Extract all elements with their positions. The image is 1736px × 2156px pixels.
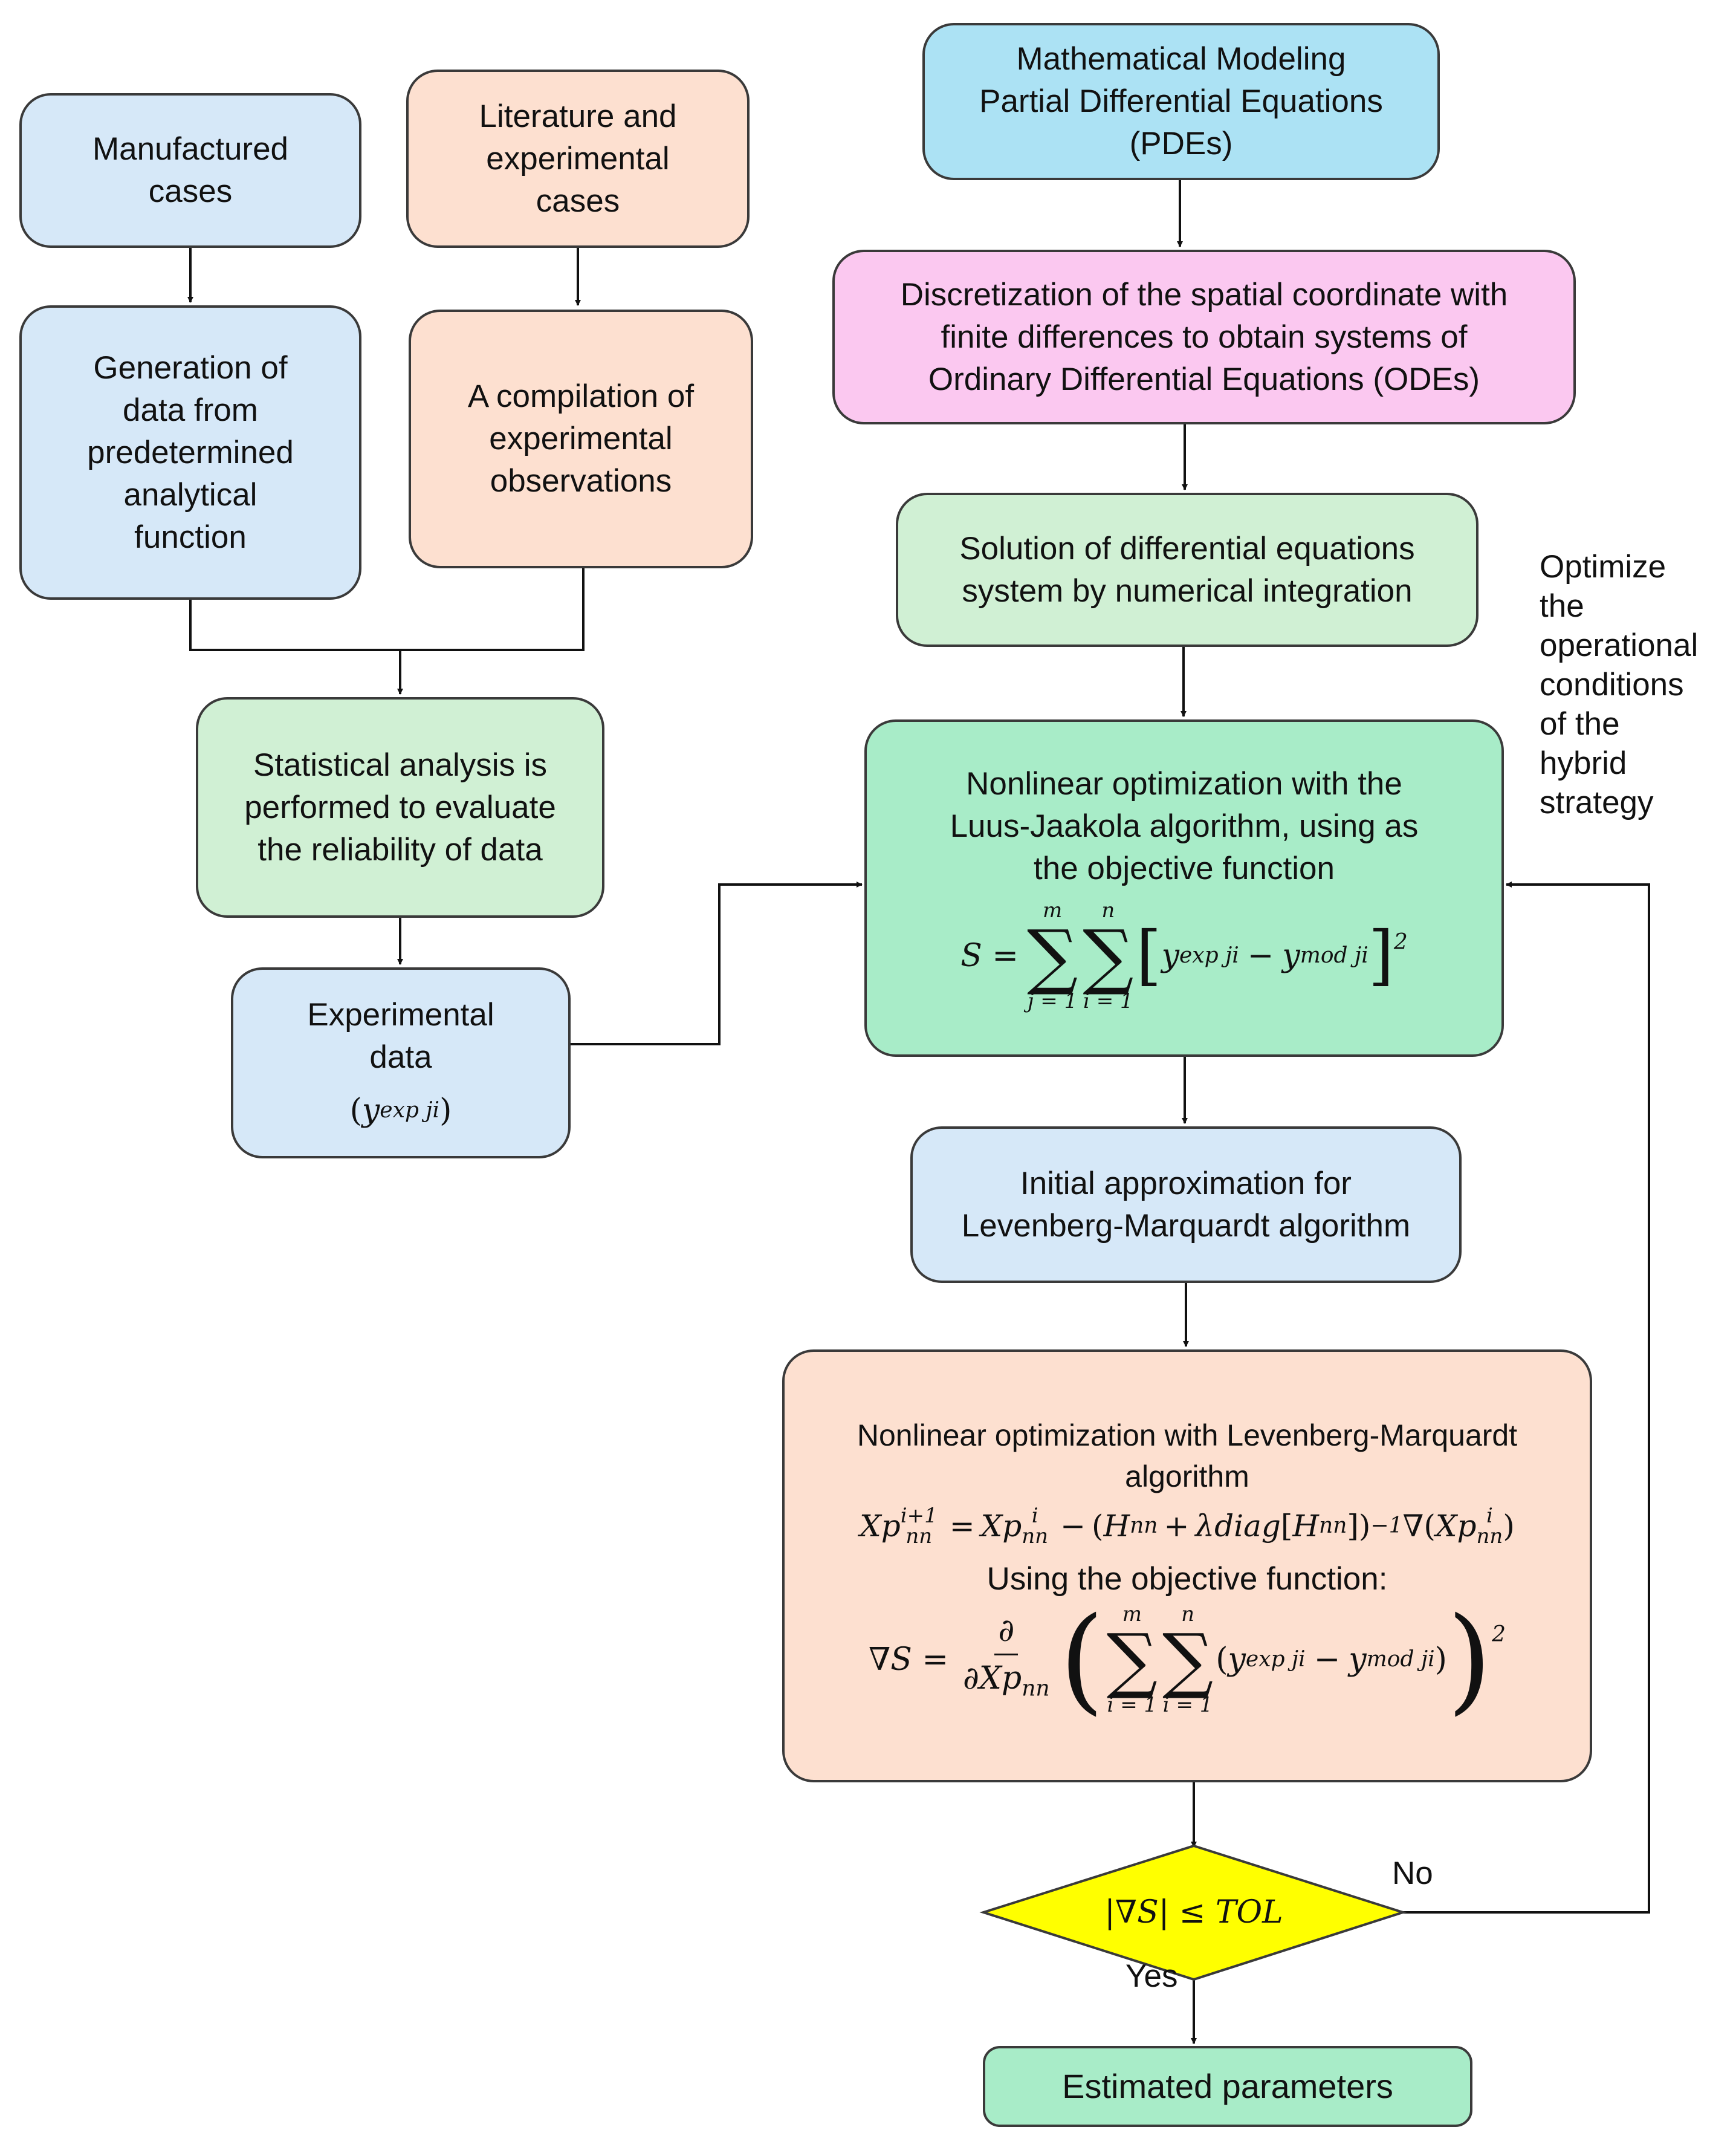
eq-S-lhs: S = (960, 938, 1019, 974)
node-discretization-label: Discretization of the spatial coordinate… (900, 276, 1508, 397)
decision-diamond (979, 1844, 1407, 1981)
decision-condition: |∇S| ≤ TOL (1104, 1894, 1283, 1930)
node-levenberg-marquardt-label: Nonlinear optimization with Levenberg-Ma… (857, 1418, 1518, 1493)
sum-j-upper: m (1042, 898, 1063, 923)
edge-experimental-luus (571, 882, 863, 1045)
grad-den: ∂Xp (963, 1660, 1022, 1697)
node-literature-cases: Literature and experimental cases (406, 70, 750, 248)
node-statistical-analysis: Statistical analysis is performed to eva… (196, 697, 604, 918)
node-solution: Solution of differential equations syste… (896, 493, 1479, 647)
grad-den-sub: nn (1022, 1676, 1050, 1701)
node-estimated-parameters-label: Estimated parameters (1062, 2067, 1393, 2105)
node-mathematical-modeling: Mathematical Modeling Partial Differenti… (922, 23, 1440, 180)
edge-label-yes: Yes (1125, 1958, 1178, 1994)
node-compilation-label: A compilation of experimental observatio… (467, 378, 695, 499)
experimental-symbol-var: y (361, 1093, 380, 1129)
node-levenberg-marquardt: Nonlinear optimization with Levenberg-Ma… (782, 1349, 1592, 1782)
node-estimated-parameters: Estimated parameters (983, 2046, 1472, 2127)
edge-decision-no-luus (1403, 882, 1650, 1914)
edge-label-no: No (1392, 1856, 1433, 1891)
edge-compilation-merge (400, 568, 585, 651)
node-initial-approximation: Initial approximation for Levenberg-Marq… (910, 1126, 1462, 1283)
node-manufactured-cases-label: Manufactured cases (92, 131, 289, 209)
grad-sum-2-lower: i = 1 (1162, 1693, 1213, 1717)
grad-sum-1-lower: i = 1 (1107, 1693, 1158, 1717)
edge-generation-merge (189, 600, 400, 651)
experimental-symbol-sub: exp ji (380, 1098, 440, 1123)
node-compilation: A compilation of experimental observatio… (409, 310, 753, 568)
grad-num: ∂ (994, 1610, 1019, 1655)
node-manufactured-cases: Manufactured cases (19, 93, 361, 248)
side-note-optimize: Optimize the operational conditions of t… (1540, 549, 1699, 820)
sum-i: n ∑ i = 1 (1083, 898, 1134, 1013)
grad-sum-2-upper: n (1181, 1602, 1195, 1626)
node-literature-cases-label: Literature and experimental cases (479, 98, 677, 219)
grad-sum-1-upper: m (1122, 1602, 1142, 1626)
node-statistical-analysis-label: Statistical analysis is performed to eva… (244, 747, 556, 868)
sum-i-lower: i = 1 (1083, 989, 1133, 1013)
node-discretization: Discretization of the spatial coordinate… (832, 250, 1576, 424)
node-mathematical-modeling-label: Mathematical Modeling Partial Differenti… (979, 41, 1383, 161)
node-generation-of-data-label: Generation of data from predetermined an… (87, 349, 294, 555)
node-luus-jaakola-label: Nonlinear optimization with the Luus-Jaa… (950, 766, 1419, 886)
sum-j: m ∑ j = 1 (1026, 898, 1078, 1013)
node-luus-jaakola: Nonlinear optimization with the Luus-Jaa… (864, 719, 1504, 1057)
sum-j-lower: j = 1 (1027, 989, 1078, 1013)
node-generation-of-data: Generation of data from predetermined an… (19, 305, 361, 600)
eq-y-exp-sub: exp ji (1179, 943, 1239, 968)
lm-using-objective: Using the objective function: (986, 1561, 1388, 1597)
grad-sum-2: n ∑ i = 1 (1162, 1602, 1214, 1717)
grad-sum-1: m ∑ i = 1 (1106, 1602, 1158, 1717)
sum-i-upper: n (1101, 898, 1115, 923)
grad-power: 2 (1492, 1622, 1506, 1647)
eq-grad-lhs: ∇S = (868, 1641, 949, 1678)
grad-fraction: ∂ ∂Xpnn (959, 1610, 1054, 1709)
node-solution-label: Solution of differential equations syste… (959, 530, 1415, 609)
node-experimental-data-label: Experimental data (307, 997, 494, 1075)
eq-S-power: 2 (1393, 930, 1408, 955)
eq-y-mod-sub: mod ji (1300, 943, 1368, 968)
node-initial-approximation-label: Initial approximation for Levenberg-Marq… (961, 1165, 1411, 1244)
